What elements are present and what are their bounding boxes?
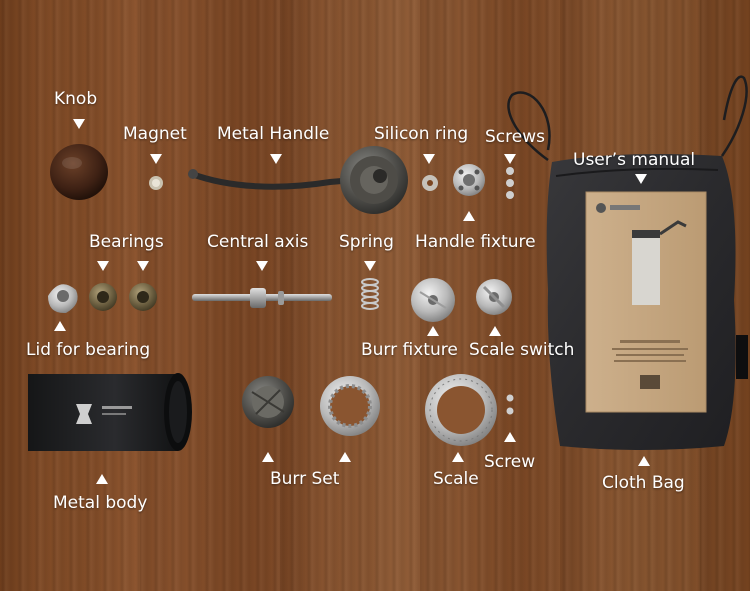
label-metal-body: Metal body (53, 493, 148, 513)
label-lid-for-bearing: Lid for bearing (26, 340, 151, 360)
pointer-handle-fixture-icon (463, 211, 475, 221)
pointer-users-manual-icon (635, 174, 647, 184)
pointer-outer-burr-icon (339, 452, 351, 462)
magnet-part (149, 176, 163, 190)
label-screws: Screws (485, 127, 545, 147)
label-screw: Screw (484, 452, 536, 472)
handle-fixture-part (453, 164, 485, 196)
label-scale-switch: Scale switch (469, 340, 575, 360)
pointer-metal-handle-icon (270, 154, 282, 164)
pointer-cloth-bag-icon (638, 456, 650, 466)
outer-burr-part (320, 376, 380, 436)
screws-part (506, 167, 514, 199)
pointer-scale-switch-icon (489, 326, 501, 336)
silicon-ring-part (422, 175, 438, 191)
label-cloth-bag: Cloth Bag (602, 473, 685, 493)
pointer-bearing-2-icon (137, 261, 149, 271)
pointer-silicon-ring-icon (423, 154, 435, 164)
label-burr-set: Burr Set (270, 469, 340, 489)
metal-body-part (28, 373, 192, 451)
label-users-manual: User’s manual (573, 150, 696, 170)
screw-part (506, 394, 514, 415)
label-handle-fixture: Handle fixture (415, 232, 536, 252)
label-spring: Spring (339, 232, 394, 252)
pointer-screws-icon (504, 154, 516, 164)
pointer-lid-for-bearing-icon (54, 321, 66, 331)
label-scale: Scale (433, 469, 479, 489)
burr-part (242, 376, 294, 428)
pointer-screw-icon (504, 432, 516, 442)
pointer-knob-icon (73, 119, 85, 129)
burr-fixture-part (411, 278, 455, 322)
pointer-metal-body-icon (96, 474, 108, 484)
scale-part (425, 374, 497, 446)
central-axis-part (192, 288, 332, 308)
label-magnet: Magnet (123, 124, 187, 144)
label-bearings: Bearings (89, 232, 164, 252)
pointer-burr-icon (262, 452, 274, 462)
label-knob: Knob (54, 89, 98, 109)
pointer-scale-icon (452, 452, 464, 462)
label-burr-fixture: Burr fixture (361, 340, 458, 360)
users-manual-part (585, 191, 707, 413)
label-central-axis: Central axis (207, 232, 309, 252)
spring-part (361, 278, 379, 310)
metal-handle-part (188, 146, 408, 214)
label-metal-handle: Metal Handle (217, 124, 330, 144)
pointer-bearing-1-icon (97, 261, 109, 271)
bearings-part (89, 283, 157, 311)
pointer-magnet-icon (150, 154, 162, 164)
pointer-central-axis-icon (256, 261, 268, 271)
scale-switch-part (476, 279, 512, 315)
knob-part (50, 144, 108, 200)
pointer-spring-icon (364, 261, 376, 271)
lid-for-bearing-part (48, 284, 78, 314)
label-silicon-ring: Silicon ring (374, 124, 469, 144)
pointer-burr-fixture-icon (427, 326, 439, 336)
